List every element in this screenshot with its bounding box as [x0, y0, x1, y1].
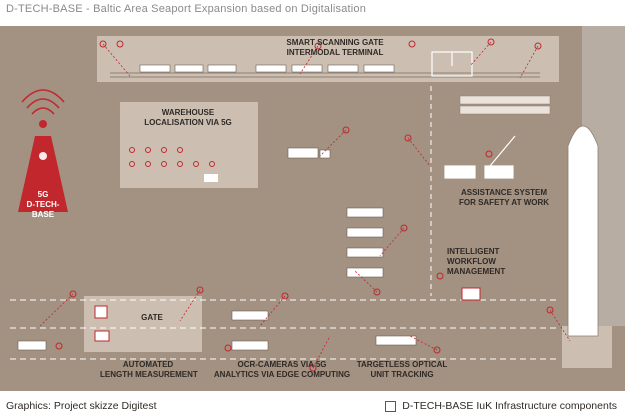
label-smart-gate-line1: SMART SCANNING GATE [286, 38, 384, 47]
vertical-road [415, 82, 447, 302]
safety-crane [444, 135, 516, 179]
label-gate: GATE [132, 313, 172, 323]
label-workflow-line3: MANAGEMENT [447, 267, 506, 276]
port-diagram [0, 26, 625, 391]
5g-tower [18, 89, 68, 212]
workflow-sign [461, 287, 481, 301]
legend-swatch-icon [385, 400, 397, 412]
label-automated-line2: LENGTH MEASUREMENT [100, 370, 198, 379]
tower-label-line3: BASE [31, 210, 55, 219]
label-targetless-line1: TARGETLESS OPTICAL [356, 360, 448, 369]
label-warehouse-line1: WAREHOUSE [161, 108, 215, 117]
tower-label: 5G D-TECH- BASE [18, 190, 68, 220]
label-ocr-line2: ANALYTICS VIA EDGE COMPUTING [213, 370, 351, 379]
iuk-signal-lines [39, 41, 571, 369]
truck-group-warehouse [287, 147, 331, 159]
label-assistance: ASSISTANCE SYSTEM FOR SAFETY AT WORK [444, 188, 564, 208]
parked-trailers [346, 207, 384, 278]
tower-label-line1: 5G [37, 190, 49, 199]
label-workflow-line1: INTELLIGENT [447, 247, 500, 256]
gate-zone [84, 296, 202, 352]
label-workflow: INTELLIGENT WORKFLOW MANAGEMENT [447, 247, 533, 277]
intermodal-terminal-zone [97, 36, 559, 82]
tower-label-line2: D-TECH- [26, 200, 60, 209]
label-warehouse-line2: LOCALISATION VIA 5G [144, 118, 232, 127]
label-warehouse: WAREHOUSE LOCALISATION VIA 5G [118, 108, 258, 128]
label-assistance-line2: FOR SAFETY AT WORK [458, 198, 550, 207]
label-targetless-line2: UNIT TRACKING [370, 370, 434, 379]
trucks-bottom [17, 310, 417, 351]
page-title: D-TECH-BASE - Baltic Area Seaport Expans… [6, 3, 367, 15]
legend: D-TECH-BASE IuK Infrastructure component… [385, 400, 617, 412]
ship [567, 125, 599, 337]
label-smart-gate-line2: INTERMODAL TERMINAL [286, 48, 384, 57]
gate-sign [94, 305, 108, 319]
graphics-credit: Graphics: Project skizze Digitest [6, 400, 157, 412]
label-assistance-line1: ASSISTANCE SYSTEM [460, 188, 548, 197]
label-smart-gate: SMART SCANNING GATE INTERMODAL TERMINAL [255, 38, 415, 58]
label-ocr-line1: OCR-CAMERAS VIA 5G [237, 360, 327, 369]
forklift [204, 174, 218, 182]
label-targetless: TARGETLESS OPTICAL UNIT TRACKING [342, 360, 462, 380]
gate-screen [94, 330, 110, 342]
warehouse-sensors [129, 147, 215, 167]
label-gate-text: GATE [141, 313, 163, 322]
label-automated-line1: AUTOMATED [122, 360, 174, 369]
legend-label: D-TECH-BASE IuK Infrastructure component… [402, 400, 617, 412]
container-stack [459, 95, 551, 115]
warehouse-zone [120, 102, 258, 188]
label-workflow-line2: WORKFLOW [447, 257, 496, 266]
label-ocr: OCR-CAMERAS VIA 5G ANALYTICS VIA EDGE CO… [212, 360, 352, 380]
freight-train [139, 64, 395, 73]
label-automated: AUTOMATED LENGTH MEASUREMENT [100, 360, 198, 380]
iuk-antennas [55, 38, 554, 372]
